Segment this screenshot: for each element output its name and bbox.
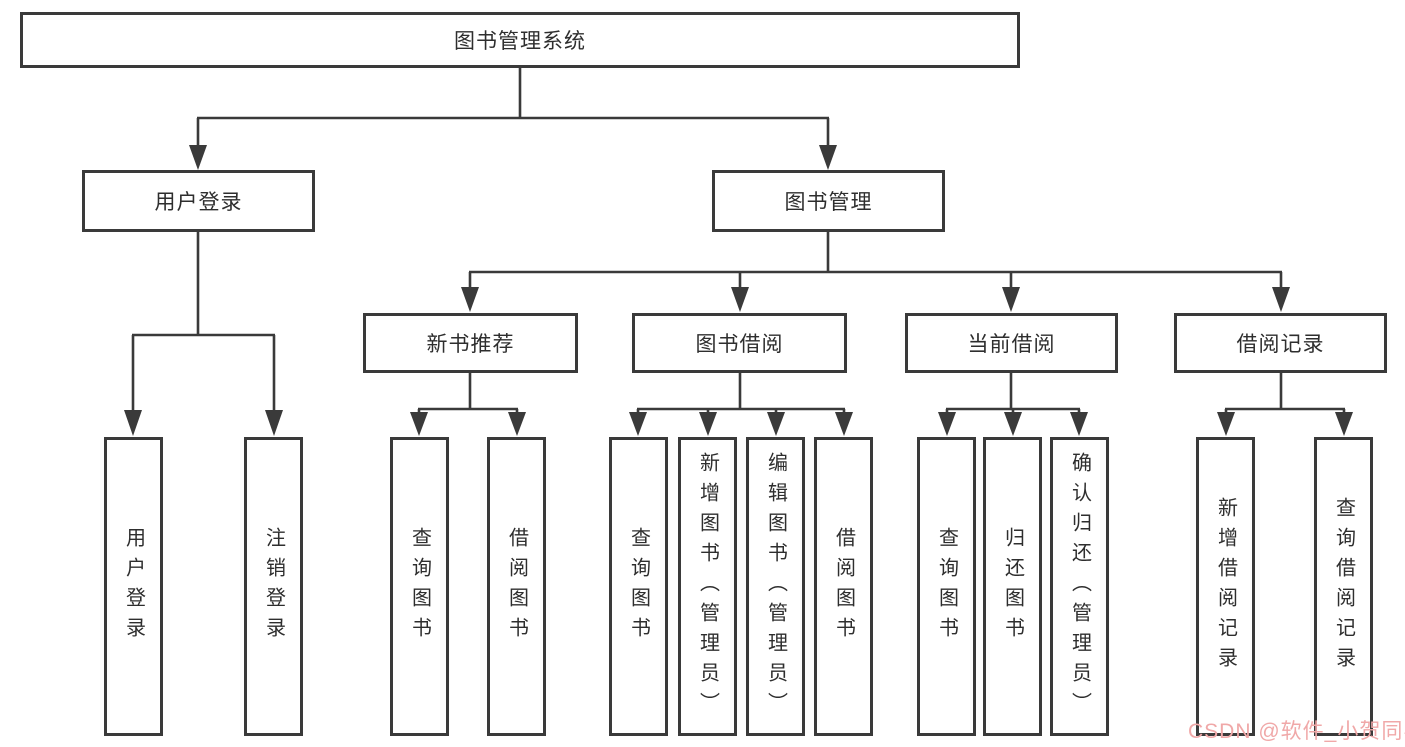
leaf-label: 新增图书（管理员） <box>696 451 719 722</box>
node-new-book-recommend: 新书推荐 <box>363 313 578 373</box>
leaf-label: 查询图书 <box>408 526 431 647</box>
leaf-edit-book-admin: 编辑图书（管理员） <box>746 437 805 736</box>
node-borrow-records: 借阅记录 <box>1174 313 1387 373</box>
leaf-logout: 注销登录 <box>244 437 303 736</box>
leaf-user-login: 用户登录 <box>104 437 163 736</box>
leaf-label: 查询图书 <box>935 526 958 647</box>
node-book-borrow: 图书借阅 <box>632 313 847 373</box>
leaf-label: 查询借阅记录 <box>1332 496 1355 677</box>
leaf-label: 用户登录 <box>122 526 145 647</box>
leaf-query-borrow-record: 查询借阅记录 <box>1314 437 1373 736</box>
leaf-label: 确认归还（管理员） <box>1068 451 1091 722</box>
leaf-label: 新增借阅记录 <box>1214 496 1237 677</box>
node-book-management-branch: 图书管理 <box>712 170 945 232</box>
leaf-label: 注销登录 <box>262 526 285 647</box>
leaf-confirm-return-admin: 确认归还（管理员） <box>1050 437 1109 736</box>
leaf-recommend-borrow-book: 借阅图书 <box>487 437 546 736</box>
node-system-root: 图书管理系统 <box>20 12 1020 68</box>
node-user-login-branch: 用户登录 <box>82 170 315 232</box>
leaf-label: 编辑图书（管理员） <box>764 451 787 722</box>
leaf-return-book: 归还图书 <box>983 437 1042 736</box>
leaf-label: 归还图书 <box>1001 526 1024 647</box>
node-current-borrow: 当前借阅 <box>905 313 1118 373</box>
leaf-label: 查询图书 <box>627 526 650 647</box>
leaf-add-book-admin: 新增图书（管理员） <box>678 437 737 736</box>
leaf-label: 借阅图书 <box>505 526 528 647</box>
leaf-current-query-book: 查询图书 <box>917 437 976 736</box>
leaf-borrow-query-book: 查询图书 <box>609 437 668 736</box>
leaf-borrow-book: 借阅图书 <box>814 437 873 736</box>
csdn-watermark: CSDN @软件_小贺同学 <box>1188 720 1405 743</box>
leaf-add-borrow-record: 新增借阅记录 <box>1196 437 1255 736</box>
leaf-label: 借阅图书 <box>832 526 855 647</box>
leaf-recommend-query-book: 查询图书 <box>390 437 449 736</box>
